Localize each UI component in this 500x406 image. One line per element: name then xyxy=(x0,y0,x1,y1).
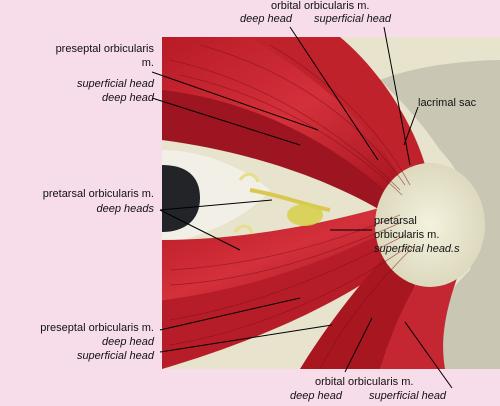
label-pretarsal-deep: pretarsal orbicularis m. xyxy=(42,188,154,200)
muscle-panel xyxy=(162,37,500,369)
label-orbital-top-deep: deep head xyxy=(240,13,292,25)
label-preseptal-top: preseptal orbicularis xyxy=(55,43,154,55)
label-preseptal-top-deep: deep head xyxy=(102,92,154,104)
label-orbital-bottom-deep: deep head xyxy=(290,390,342,402)
label-preseptal-bottom-superficial: superficial head xyxy=(76,350,154,362)
label-preseptal-top-m: m. xyxy=(141,57,154,69)
label-orbital-bottom-superficial: superficial head xyxy=(369,390,447,402)
label-preseptal-top-superficial: superficial head xyxy=(76,78,154,90)
label-pretarsal-superficial-heads: superficial head.s xyxy=(374,243,460,255)
label-lacrimal-sac: lacrimal sac xyxy=(418,97,477,109)
leader-lines xyxy=(151,26,453,389)
label-preseptal-bottom: preseptal orbicularis m. xyxy=(40,322,154,334)
label-orbital-top: orbital orbicularis m. xyxy=(271,0,370,12)
label-pretarsal-deep-heads: deep heads xyxy=(96,203,155,215)
label-orbital-top-superficial: superficial head xyxy=(314,13,392,25)
label-pretarsal-superficial-m: orbicularis m. xyxy=(374,229,440,241)
label-pretarsal-superficial: pretarsal xyxy=(374,215,417,227)
label-preseptal-bottom-deep: deep head xyxy=(102,336,154,348)
label-orbital-bottom: orbital orbicularis m. xyxy=(315,376,414,388)
